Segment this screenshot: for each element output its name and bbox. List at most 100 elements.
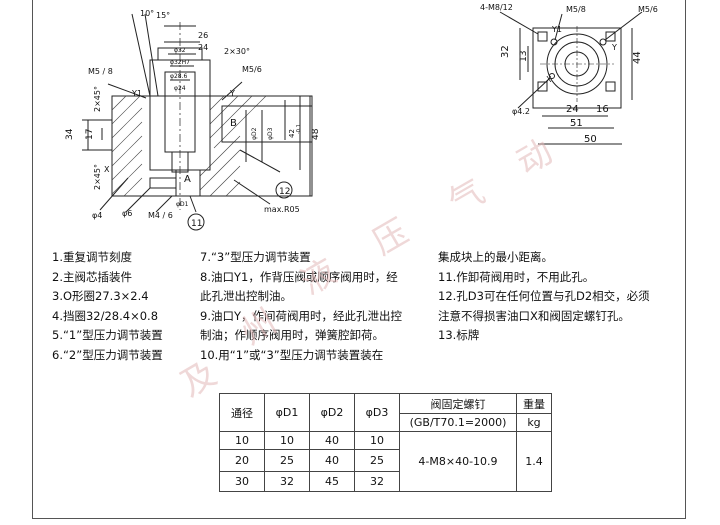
note-10: 10.用“1”或“3”型压力调节装置装在	[200, 347, 384, 362]
note-9: 9.油口Y，作间荷阀用时，经此孔泄出控	[200, 308, 402, 323]
thread-m5-6: M5/6	[242, 65, 262, 74]
note-5: 5.“1”型压力调节装置	[52, 328, 163, 342]
plan-m5-6: M5/6	[638, 5, 658, 14]
notes-column-3: 集成块上的最小距离。 11.作卸荷阀用时，不用此孔。 12.孔D3可在任何位置与…	[438, 248, 650, 346]
phi6: φ6	[122, 209, 132, 218]
section-view-text: 10° 15° 26 24 2×30° φ32 φ32H7 φ28.6 φ24 …	[65, 9, 321, 229]
cell-d3: 10	[354, 431, 400, 450]
note-11: 11.作卸荷阀用时，不用此孔。	[438, 269, 595, 284]
section-view	[82, 13, 313, 231]
notes-column-2: 7.“3”型压力调节装置 8.油口Y1，作背压阀或顺序阀用时，经 此孔泄出控制油…	[200, 248, 402, 365]
cell-size: 30	[219, 471, 265, 492]
notes-column-1: 1.重复调节刻度 2.主阀芯插装件 3.O形圈27.3×2.4 4.挡圈32/2…	[52, 248, 163, 365]
phi32: φ32	[174, 47, 186, 54]
port-y-label: Y	[229, 89, 235, 98]
plan-y1: Y1	[551, 25, 562, 34]
hatching	[111, 95, 267, 197]
table-row: 30 32 45 32	[219, 471, 552, 492]
plan-m5-8: M5/8	[566, 5, 586, 14]
header-weight: 重量	[516, 393, 552, 414]
cell-d1: 32	[264, 471, 310, 492]
port-a-label: A	[184, 174, 191, 185]
cell-screw: 4-M8×40-10.9	[399, 431, 517, 492]
plan-dim-13: 13	[519, 51, 529, 62]
note-9-cont: 制油；作顺序阀用时，弹簧腔卸荷。	[200, 328, 384, 342]
balloon-11-label: 11	[191, 219, 202, 229]
thread-4m8-12: 4-M8/12	[480, 3, 513, 12]
note-4: 4.挡圈32/28.4×0.8	[52, 308, 159, 323]
plan-dim-51: 51	[570, 118, 583, 129]
note-6: 6.“2”型压力调节装置	[52, 347, 163, 362]
dim-34: 34	[65, 128, 75, 140]
max-r05: max.R05	[264, 205, 300, 214]
phi24: φ24	[174, 85, 186, 92]
header-screw: 阀固定螺钉	[399, 393, 517, 414]
plan-x: X	[546, 75, 552, 84]
header-d3: φD3	[354, 393, 400, 432]
header-size: 通径	[219, 393, 265, 432]
balloon-12	[275, 181, 293, 199]
note-3: 3.O形圈27.3×2.4	[52, 289, 149, 303]
phi-d1: φD1	[176, 201, 189, 208]
page-frame	[32, 0, 686, 519]
chamfer-2x30: 2×30°	[224, 47, 250, 56]
thread-m5-8: M5 / 8	[88, 67, 113, 76]
dim-17: 17	[85, 129, 95, 140]
header-d1: φD1	[264, 393, 310, 432]
plan-view	[499, 11, 643, 145]
cell-size: 20	[219, 449, 265, 472]
cell-d2: 40	[309, 449, 355, 472]
cell-d3: 32	[354, 471, 400, 492]
plan-dim-24: 24	[566, 104, 579, 115]
note-2: 2.主阀芯插装件	[52, 269, 132, 284]
dim-48: 48	[311, 128, 321, 140]
cell-d3: 25	[354, 449, 400, 472]
angle-15: 15°	[156, 11, 170, 20]
note-1: 1.重复调节刻度	[52, 250, 132, 264]
plan-y: Y	[611, 43, 617, 52]
spec-table: 通径 φD1 φD2 φD3 阀固定螺钉 重量 (GB/T70.1=2000) …	[219, 393, 552, 492]
thread-m4-6: M4 / 6	[148, 211, 173, 220]
cell-size: 10	[219, 431, 265, 450]
dim-42: 42	[288, 129, 296, 138]
cell-weight: 1.4	[516, 431, 552, 492]
port-y1-label: Y1	[131, 89, 142, 98]
plan-view-text: 4-M8/12 M5/8 M5/6 Y1 Y X 32 13 44 φ4.2 2…	[480, 3, 658, 145]
header-d2: φD2	[309, 393, 355, 432]
balloon-12-label: 12	[279, 187, 290, 197]
note-8-cont: 此孔泄出控制油。	[200, 289, 292, 303]
plan-dim-50: 50	[584, 134, 597, 145]
port-b	[221, 105, 313, 143]
dim-tolerance: -0.1	[296, 124, 302, 134]
note-8: 8.油口Y1，作背压阀或顺序阀用时，经	[200, 269, 398, 284]
cell-d2: 40	[309, 431, 355, 450]
plan-dim-16: 16	[596, 104, 609, 115]
note-7: 7.“3”型压力调节装置	[200, 250, 311, 264]
note-13: 13.标牌	[438, 328, 480, 342]
phi4: φ4	[92, 211, 102, 220]
cell-d1: 10	[264, 431, 310, 450]
plan-dim-32: 32	[500, 45, 511, 58]
cell-d1: 25	[264, 449, 310, 472]
balloon-11	[187, 213, 205, 231]
cell-d2: 45	[309, 471, 355, 492]
phi-d2: φD2	[251, 127, 258, 140]
angle-10: 10°	[140, 9, 154, 18]
phi32h7: φ32H7	[170, 59, 190, 66]
phi-d3: φD3	[267, 127, 274, 140]
plan-dim-44: 44	[632, 51, 643, 64]
phi28-6: φ28.6	[170, 73, 188, 80]
table-row: 10 10 40 10 4-M8×40-10.9 1.4	[219, 431, 552, 492]
dim-26: 26	[198, 31, 208, 40]
note-10-cont: 集成块上的最小距离。	[438, 250, 553, 264]
plan-phi4-2: φ4.2	[512, 107, 530, 116]
manifold-block	[111, 95, 313, 197]
port-b-label: B	[230, 118, 237, 129]
subheader-unit: kg	[516, 413, 552, 432]
chamfer-2x45-bottom: 2×45°	[93, 164, 102, 190]
port-x-label: X	[104, 165, 110, 174]
dim-24: 24	[198, 43, 208, 52]
note-12: 12.孔D3可在任何位置与孔D2相交，必须	[438, 289, 650, 303]
technical-drawing: 10° 15° 26 24 2×30° φ32 φ32H7 φ28.6 φ24 …	[65, 3, 658, 231]
subheader-standard: (GB/T70.1=2000)	[399, 413, 517, 432]
